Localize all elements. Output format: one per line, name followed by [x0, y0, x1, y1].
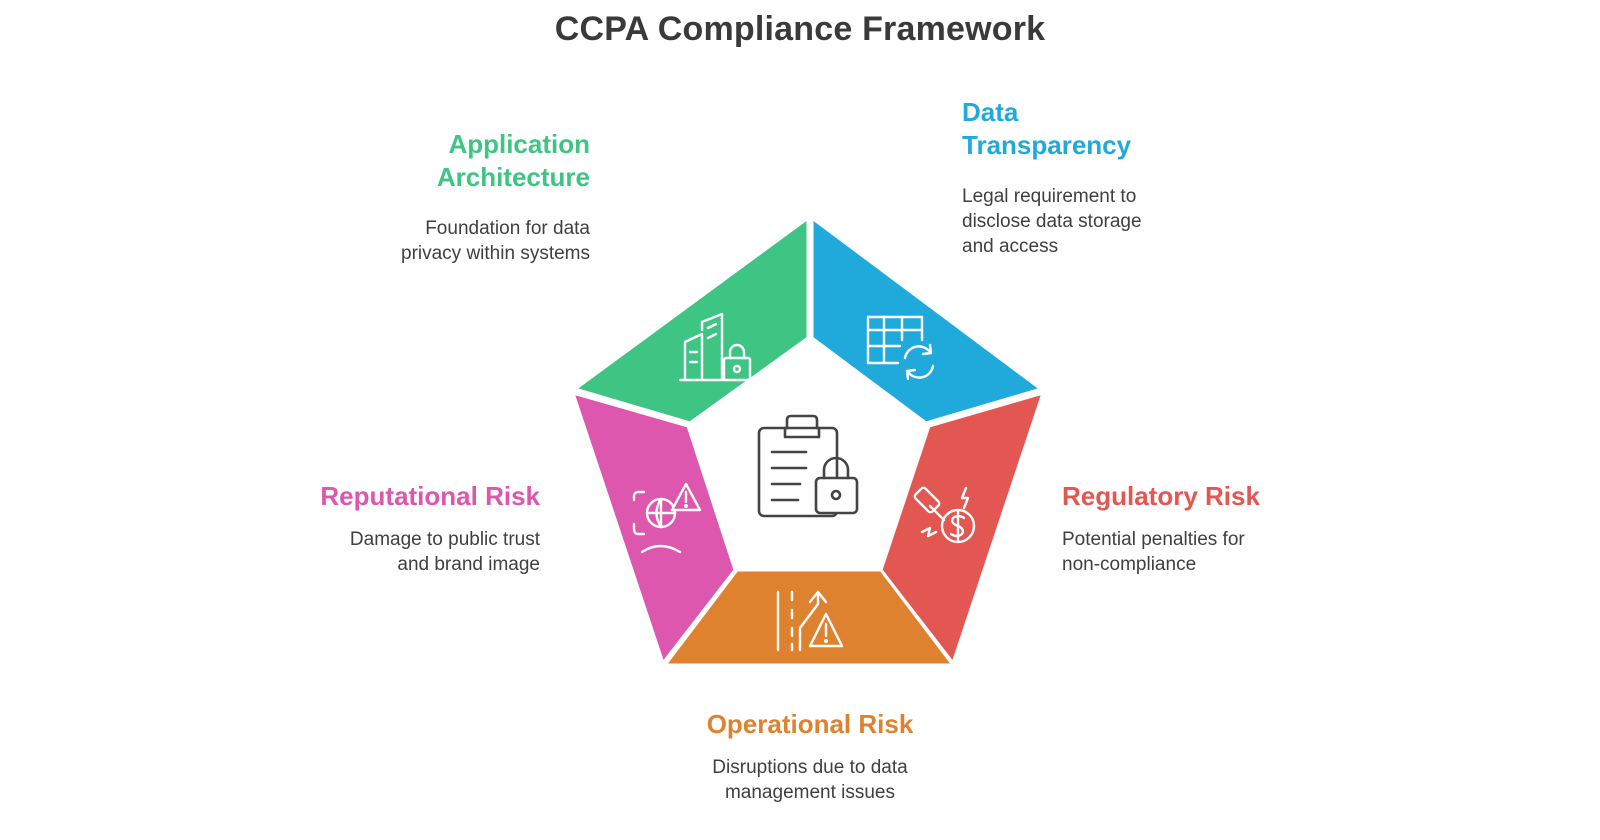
- center-area: [693, 342, 923, 566]
- segment-description-transparency: Legal requirement to disclose data stora…: [962, 186, 1142, 257]
- segment-info-regulatory: Regulatory Risk Potential penalties for …: [1062, 480, 1422, 577]
- segment-info-reputational: Reputational Risk Damage to public trust…: [180, 480, 540, 577]
- building-lock-icon: [678, 312, 752, 382]
- table-sync-icon: [866, 315, 935, 381]
- segment-heading-regulatory: Regulatory Risk: [1062, 481, 1260, 511]
- segment-heading-architecture: Application Architecture: [436, 129, 590, 192]
- segment-description-architecture: Foundation for data privacy within syste…: [401, 218, 590, 264]
- segment-info-architecture: Application Architecture Foundation for …: [230, 128, 590, 266]
- segment-reputational: [571, 391, 737, 665]
- globe-warning-icon: [632, 482, 702, 554]
- segment-info-transparency: Data Transparency Legal requirement to d…: [962, 96, 1322, 259]
- segment-transparency: [810, 216, 1043, 425]
- segment-description-regulatory: Potential penalties for non-compliance: [1062, 529, 1245, 575]
- gavel-dollar-icon: [913, 486, 976, 544]
- segment-info-operational: Operational Risk Disruptions due to data…: [610, 708, 1010, 805]
- segment-heading-transparency: Data Transparency: [962, 97, 1132, 160]
- segment-description-reputational: Damage to public trust and brand image: [349, 529, 540, 575]
- diagram-title: CCPA Compliance Framework: [554, 10, 1046, 48]
- segment-heading-operational: Operational Risk: [706, 709, 914, 739]
- segment-heading-reputational: Reputational Risk: [320, 481, 540, 511]
- clipboard-lock-icon: [757, 414, 859, 518]
- segment-description-operational: Disruptions due to data management issue…: [712, 757, 908, 803]
- road-warning-icon: [776, 590, 844, 652]
